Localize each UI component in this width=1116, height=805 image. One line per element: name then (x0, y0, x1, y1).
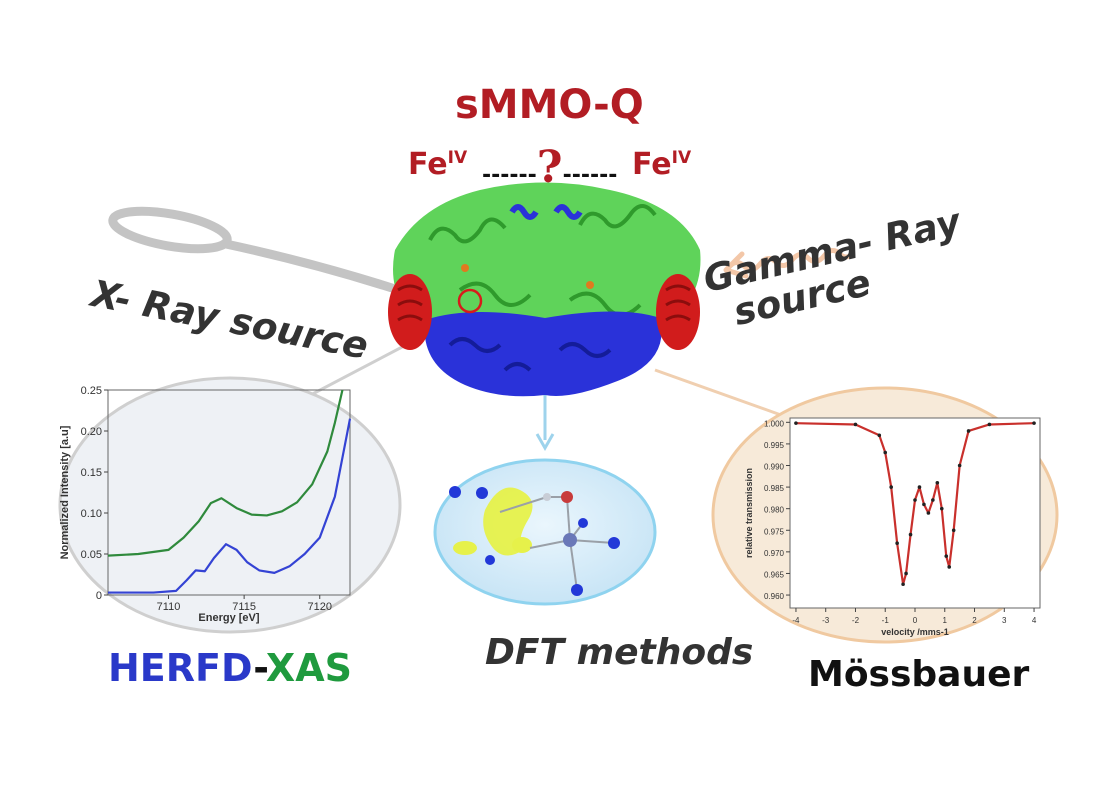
moss-plot-frame (789, 417, 1041, 609)
moss-data-point (883, 450, 888, 455)
xas-dash: - (253, 646, 266, 690)
moss-y-tick-label: 0.985 (764, 484, 785, 493)
dft-oval (433, 458, 657, 606)
fe-left-sup: IV (447, 148, 468, 168)
moss-data-point (944, 554, 949, 558)
fe-link-question: ? (536, 142, 563, 193)
xas-y-tick-label: 0 (96, 590, 102, 602)
fe-right-base: Fe (632, 147, 672, 182)
moss-data-point (922, 502, 926, 507)
fe-left-label: FeIV (408, 147, 467, 182)
moss-data-point (939, 506, 944, 511)
moss-method-label: Mössbauer (808, 654, 1030, 695)
moss-data-point (957, 463, 962, 468)
moss-y-tick-label: 0.960 (764, 592, 785, 601)
herfd-text: HERFD (108, 646, 254, 690)
xas-series-2-line (108, 418, 352, 594)
moss-x-tick-label: 3 (1002, 616, 1007, 625)
xas-x-axis-label: Energy [eV] (198, 612, 259, 624)
moss-data-point (966, 429, 971, 433)
moss-y-tick-label: 0.975 (764, 527, 785, 536)
moss-data-point (908, 532, 913, 537)
xas-plot-frame (107, 389, 351, 596)
xray-beam-icon (108, 206, 397, 293)
fe-link-dashes-right: ------ (562, 163, 618, 188)
xas-x-tick-label: 7120 (308, 601, 332, 613)
xas-y-tick-label: 0.05 (81, 549, 102, 561)
xas-x-tick-label: 7115 (232, 601, 256, 613)
moss-x-tick-label: -2 (852, 616, 860, 625)
moss-x-tick-label: -1 (882, 616, 890, 625)
protein-structure-image (388, 182, 701, 397)
moss-data-point (1032, 421, 1036, 425)
moss-data-point (895, 541, 899, 546)
moss-data-point (987, 422, 992, 427)
moss-x-tick-label: 1 (943, 616, 948, 625)
xas-y-tick-label: 0.15 (81, 467, 102, 479)
moss-y-tick-label: 0.980 (764, 506, 785, 515)
moss-data-point (951, 528, 956, 533)
xas-y-tick-label: 0.25 (81, 385, 102, 397)
moss-data-point (794, 421, 798, 425)
diagram-title: sMMO-Q (455, 82, 644, 128)
moss-data-point (913, 498, 917, 502)
xas-text: XAS (265, 646, 352, 690)
moss-y-axis-label: relative transmission (744, 468, 754, 558)
gamma-ray-arrow-icon (723, 248, 855, 279)
dft-method-label: DFT methods (485, 632, 754, 673)
moss-y-tick-label: 0.990 (764, 463, 785, 472)
moss-data-point (926, 511, 931, 515)
xas-x-tick-label: 7110 (157, 601, 181, 613)
moss-x-tick-label: -3 (822, 616, 830, 625)
xas-chart: 7110 7115 7120 0 0.05 0.10 0.15 0.20 0.25Energy … (59, 385, 352, 624)
xas-series-1-line (107, 389, 344, 557)
fe-link-dashes-left: ------ (482, 163, 537, 188)
fe-right-label: FeIV (632, 147, 691, 182)
moss-x-tick-label: 0 (913, 616, 918, 625)
moss-chart: -4 -3 -2 -1 0 1 2 3 4 0.960 0.965 0.970 0.975 0.980 0.… (744, 417, 1041, 637)
moss-connector-line (654, 368, 796, 422)
moss-data-point (853, 422, 858, 427)
xas-method-label: HERFD-XAS (108, 646, 352, 690)
xas-y-tick-label: 0.10 (81, 508, 102, 520)
moss-data-point (904, 571, 908, 576)
fe-left-base: Fe (408, 147, 448, 182)
moss-x-tick-label: 2 (972, 616, 977, 625)
moss-data-point (935, 480, 940, 485)
moss-x-tick-label: -4 (792, 616, 800, 625)
moss-data-point (947, 565, 952, 569)
fe-right-sup: IV (671, 148, 692, 168)
moss-data-point (917, 485, 922, 489)
moss-data-point (901, 582, 905, 587)
moss-y-tick-label: 1.000 (764, 419, 785, 428)
xas-y-tick-label: 0.20 (81, 426, 102, 438)
moss-x-axis-label: velocity /mms-1 (881, 627, 949, 637)
xas-y-axis-label: Normalized Intensity [a.u] (59, 425, 71, 559)
moss-data-point (931, 498, 935, 502)
fe-link: ------?------ (482, 142, 617, 193)
moss-data-point (889, 485, 893, 489)
moss-data-point (877, 433, 882, 438)
dft-connector-arrow (535, 395, 555, 452)
moss-x-tick-label: 4 (1032, 616, 1037, 625)
dft-molecule-image (449, 486, 620, 596)
moss-y-tick-label: 0.965 (764, 570, 785, 579)
moss-y-tick-label: 0.970 (764, 549, 785, 558)
moss-y-tick-label: 0.995 (764, 441, 785, 450)
